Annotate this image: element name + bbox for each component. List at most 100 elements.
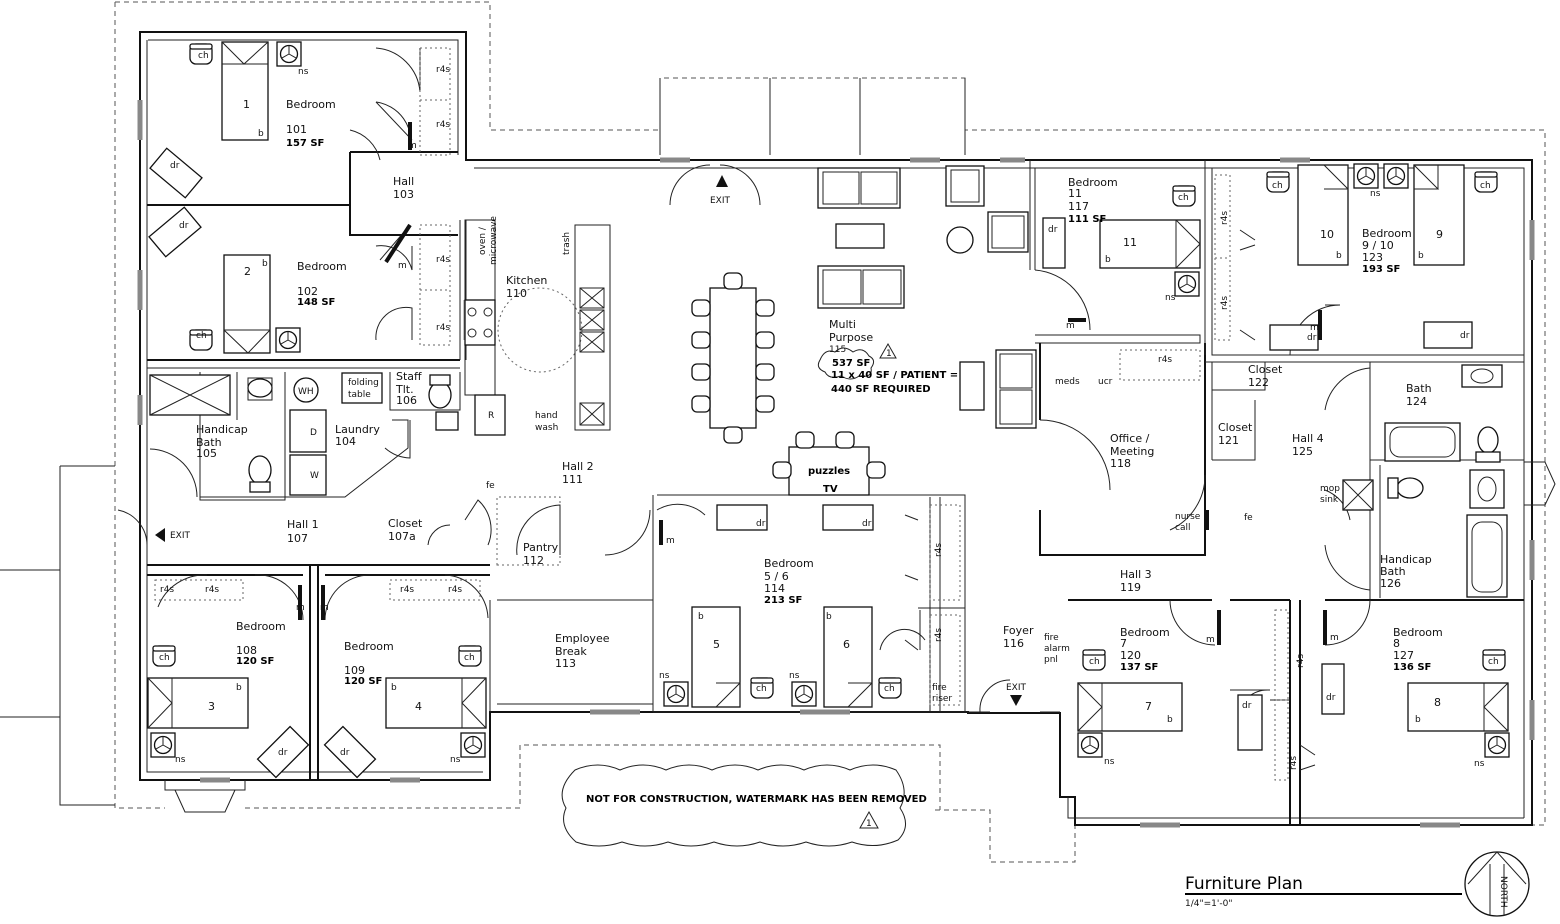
room-number: 104 xyxy=(335,435,356,448)
room-number: 120 xyxy=(1120,649,1141,662)
handicap-bath-105: Handicap Bath 105 xyxy=(149,374,273,493)
bed-number: 7 xyxy=(1145,700,1152,713)
dresser-label: dr xyxy=(179,221,189,231)
revision-number: 1 xyxy=(886,349,892,359)
dryer-label: D xyxy=(310,428,317,438)
chair-label: ch xyxy=(159,653,170,663)
room-name: Bedroom xyxy=(1362,227,1412,240)
nightstand-123 xyxy=(1353,163,1379,189)
bath-124: Bath 124 xyxy=(1384,364,1503,463)
closet-shelf-label: r4s xyxy=(436,65,450,75)
closet-shelf-label: r4s xyxy=(1220,296,1230,310)
dresser-label: dr xyxy=(1460,331,1470,341)
room-name: Bedroom xyxy=(1393,626,1443,639)
folding-table-label: table xyxy=(348,390,371,400)
mop-sink-label: sink xyxy=(1320,495,1339,505)
exterior-walls xyxy=(139,31,1556,826)
mirror-label: m xyxy=(1330,633,1339,643)
bed-label: 8 xyxy=(1393,637,1400,650)
hand-wash-label: hand xyxy=(535,411,558,421)
chair-label: ch xyxy=(1480,181,1491,191)
table-chair xyxy=(755,395,775,413)
bed-foot-mark: b xyxy=(1105,255,1111,265)
refrigerator xyxy=(474,394,506,436)
room-number: 123 xyxy=(1362,251,1383,264)
exit-label: EXIT xyxy=(1006,683,1027,693)
chair-label: ch xyxy=(756,684,767,694)
nightstand-117 xyxy=(1174,271,1200,297)
room-name: Hall xyxy=(393,175,414,188)
fire-alarm-label: alarm xyxy=(1044,644,1070,654)
nightstand-120 xyxy=(1077,732,1103,758)
fire-riser-label: fire xyxy=(932,683,947,693)
room-number: 117 xyxy=(1068,200,1089,213)
bed-number: 8 xyxy=(1434,696,1441,709)
room-name: Laundry xyxy=(335,423,380,436)
closet-name: Closet xyxy=(388,517,423,530)
sofa xyxy=(817,265,905,309)
room-number: 105 xyxy=(196,447,217,460)
bed-foot-mark: b xyxy=(698,612,704,622)
chair-label: ch xyxy=(1089,657,1100,667)
sofa xyxy=(995,349,1037,429)
closet-shelf-label: r4s xyxy=(1289,756,1299,770)
laundry-104: WH folding table D W Laundry 104 xyxy=(289,372,383,496)
room-area: 137 SF xyxy=(1120,662,1158,673)
bed-number: 1 xyxy=(243,98,250,111)
notice-text: NOT FOR CONSTRUCTION, WATERMARK HAS BEEN… xyxy=(586,794,927,805)
washer-label: W xyxy=(310,471,319,481)
puzzle-table xyxy=(788,446,870,496)
bed-number: 3 xyxy=(208,700,215,713)
room-name: Meeting xyxy=(1110,445,1154,458)
room-name: Handicap xyxy=(1380,553,1432,566)
room-number: 118 xyxy=(1110,457,1131,470)
room-area: 157 SF xyxy=(286,138,324,149)
room-name: Multi xyxy=(829,318,856,331)
room-number: 110 xyxy=(506,287,527,300)
room-name: Bedroom xyxy=(764,557,814,570)
north-exit: EXIT xyxy=(710,175,731,206)
trash-label: trash xyxy=(562,232,572,255)
room-area: 111 SF xyxy=(1068,214,1106,225)
interior-walls xyxy=(146,151,1524,825)
room-number: 125 xyxy=(1292,445,1313,458)
bed-number: 10 xyxy=(1320,228,1334,241)
ucr-label: ucr xyxy=(1098,377,1113,387)
table-chair xyxy=(835,431,855,449)
room-area: 213 SF xyxy=(764,595,802,606)
room-number: 113 xyxy=(555,657,576,670)
multi-purpose-115: puzzles TV Multi Purpose 115 537 SF 1 11… xyxy=(691,165,1037,496)
dresser-114 xyxy=(716,504,768,531)
folding-table-label: folding xyxy=(348,378,379,388)
nightstand-108 xyxy=(150,732,176,758)
bedroom-109: 4 b ch ns dr Bedroom 109 120 SF r4s r4s … xyxy=(320,585,487,779)
table-chair xyxy=(772,461,792,479)
room-name: Office / xyxy=(1110,432,1150,445)
closets xyxy=(154,47,1316,781)
room-name: 5 / 6 xyxy=(764,570,789,583)
office-118: meds ucr Office / Meeting 118 nurse call… xyxy=(1055,377,1253,533)
nightstand-label: ns xyxy=(1370,189,1381,199)
closet-shelf-label: r4s xyxy=(934,628,944,642)
north-label: NORTH xyxy=(1498,876,1508,908)
room-name: Bedroom xyxy=(1120,626,1170,639)
chair-label: ch xyxy=(196,331,207,341)
closet-shelf-label: r4s xyxy=(436,120,450,130)
nightstand-label: ns xyxy=(175,755,186,765)
room-number: 109 xyxy=(344,664,365,677)
room-area: 120 SF xyxy=(236,656,274,667)
hall-103: Hall 103 m xyxy=(393,141,417,201)
closet-shelf-label: r4s xyxy=(400,585,414,595)
fire-alarm-label: fire xyxy=(1044,633,1059,643)
drawing-title: Furniture Plan xyxy=(1185,874,1303,894)
range xyxy=(464,299,496,346)
hall-125: Hall 4 125 mop sink xyxy=(1292,432,1374,511)
mirror-label: m xyxy=(666,536,675,546)
bed-number: 5 xyxy=(713,638,720,651)
room-area: 120 SF xyxy=(344,676,382,687)
room-name: Tlt. xyxy=(395,383,414,396)
requirement-note: 11 x 40 SF / PATIENT = xyxy=(831,370,958,381)
room-number: 102 xyxy=(297,285,318,298)
bedroom-108: 3 b ch ns dr Bedroom 108 120 SF r4s r4s … xyxy=(147,585,310,779)
room-name: 9 / 10 xyxy=(1362,239,1394,252)
